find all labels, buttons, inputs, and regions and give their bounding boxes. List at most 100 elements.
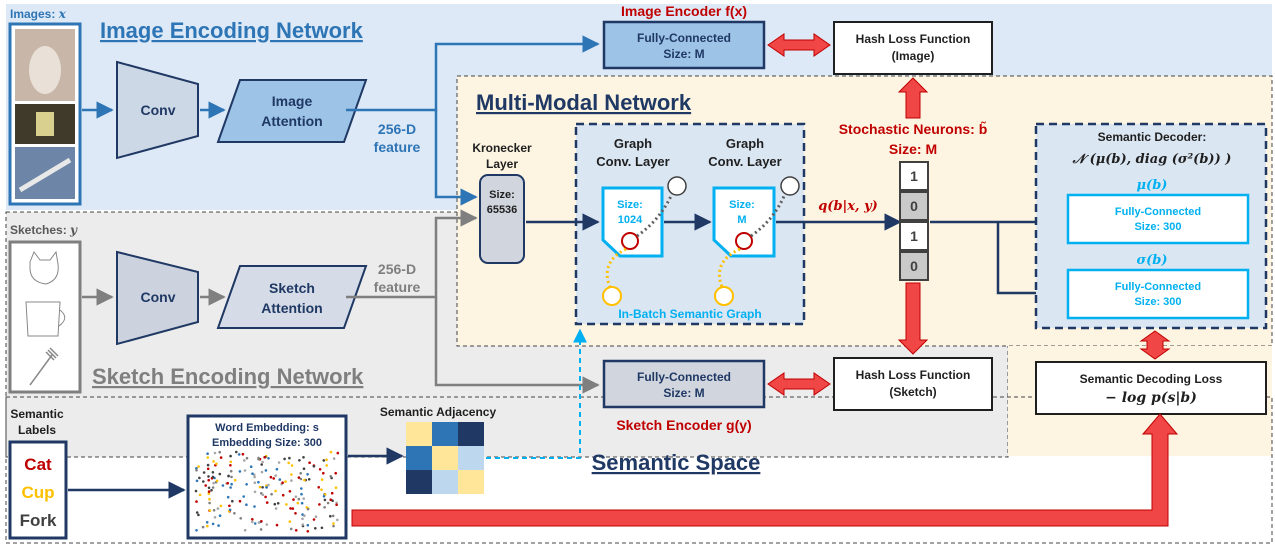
embedding-point xyxy=(272,477,276,480)
embedding-point xyxy=(212,509,216,512)
embedding-point xyxy=(202,471,206,474)
image-feature-to-fc xyxy=(346,35,600,112)
in-batch-graph-label: In-Batch Semantic Graph xyxy=(618,307,761,321)
embedding-point xyxy=(307,478,311,481)
embedding-point xyxy=(323,506,326,509)
embedding-point xyxy=(217,524,220,527)
stochastic-bit-value: 0 xyxy=(910,198,918,214)
image-hash-loss-label: Hash Loss Function(Image) xyxy=(856,32,971,63)
embedding-point xyxy=(243,528,247,532)
embedding-point xyxy=(265,523,269,526)
graph-layer-2-box xyxy=(712,186,776,258)
sigma-label: σ(b) xyxy=(1137,253,1168,268)
embedding-point xyxy=(294,495,298,499)
embedding-point xyxy=(229,486,232,489)
embedding-point xyxy=(278,478,282,481)
sketch-attention-block xyxy=(216,265,368,329)
embedding-point xyxy=(194,489,198,493)
embedding-point xyxy=(314,527,317,530)
fc-sigma-box xyxy=(1066,268,1250,320)
embedding-point xyxy=(332,524,335,528)
embedding-point xyxy=(275,467,279,471)
embedding-point xyxy=(241,452,245,456)
embedding-point xyxy=(206,524,209,528)
embedding-point xyxy=(235,450,238,454)
embedding-point xyxy=(296,501,300,505)
sketch-sample-cat xyxy=(29,250,59,285)
embedding-point xyxy=(206,452,209,456)
graph-node-white-2 xyxy=(780,176,800,196)
sketch-hash-loss-box xyxy=(833,357,993,411)
adjacency-cell xyxy=(406,446,432,470)
sketch-encoder-title: Sketch Encoder g(y) xyxy=(616,417,751,433)
embedding-point xyxy=(299,472,303,475)
embedding-point xyxy=(226,495,230,499)
embedding-point xyxy=(289,527,293,531)
multimodal-title: Multi-Modal Network xyxy=(476,90,692,115)
embedding-point xyxy=(318,468,322,471)
embedding-point xyxy=(326,501,330,505)
embedding-point xyxy=(298,459,301,462)
kronecker-size-label: Size:65536 xyxy=(487,189,518,216)
embedding-point xyxy=(267,457,270,460)
embedding-point xyxy=(229,454,232,458)
embedding-point xyxy=(332,522,335,525)
image-input-label: Images: x xyxy=(10,7,67,21)
adjacency-cell xyxy=(432,470,458,494)
embedding-point xyxy=(218,450,221,454)
image-network-title: Image Encoding Network xyxy=(100,18,364,43)
embedding-point xyxy=(332,457,336,460)
embedding-point xyxy=(289,507,292,510)
semantic-loss-title: Semantic Decoding Loss xyxy=(1080,372,1223,386)
embedding-point xyxy=(231,499,234,503)
embedding-point xyxy=(211,522,215,526)
graph-node-red-1 xyxy=(621,232,639,250)
embedding-point xyxy=(264,495,267,499)
sketch-feature-to-kronecker xyxy=(346,209,478,299)
embedding-point xyxy=(198,476,201,480)
adjacency-cell xyxy=(406,422,432,446)
embedding-point xyxy=(281,481,284,485)
sketch-feature-to-fc xyxy=(434,297,600,394)
stochastic-title: Stochastic Neurons: b̃ xyxy=(839,120,988,137)
stochastic-bit-value: 0 xyxy=(910,258,918,274)
embedding-point xyxy=(331,514,335,518)
embedding-point xyxy=(208,501,211,505)
sketch-network-title: Sketch Encoding Network xyxy=(92,364,364,389)
image-encoder-title: Image Encoder f(x) xyxy=(621,3,747,19)
embedding-point xyxy=(218,514,222,517)
embedding-point xyxy=(291,507,295,510)
embedding-point xyxy=(261,460,264,464)
embedding-point xyxy=(210,488,213,492)
embedding-point xyxy=(329,498,333,502)
semantic-to-loss-arrow xyxy=(351,413,1179,527)
embedding-point xyxy=(322,459,326,462)
embedding-point xyxy=(275,523,279,527)
embedding-point xyxy=(216,507,220,510)
embedding-point xyxy=(290,464,294,467)
embedding-point xyxy=(312,465,316,468)
embedding-point xyxy=(261,493,265,497)
embedding-point xyxy=(195,467,198,470)
cat-body xyxy=(29,46,61,94)
embedding-point xyxy=(198,493,202,497)
semantic-adjacency-title: Semantic Adjacency xyxy=(380,405,497,419)
embedding-point xyxy=(336,518,339,522)
graph-layer-2-size: Size:M xyxy=(729,199,755,226)
embedding-point xyxy=(292,498,295,501)
embedding-point xyxy=(206,463,210,467)
embedding-point xyxy=(320,478,324,481)
embedding-point xyxy=(230,475,233,479)
fc-mu-box xyxy=(1066,193,1250,245)
sketch-sample-fork xyxy=(29,347,59,386)
embedding-point xyxy=(195,468,198,472)
embedding-point xyxy=(219,456,223,459)
embedding-point xyxy=(277,461,281,464)
stochastic-size: Size: M xyxy=(889,141,937,157)
